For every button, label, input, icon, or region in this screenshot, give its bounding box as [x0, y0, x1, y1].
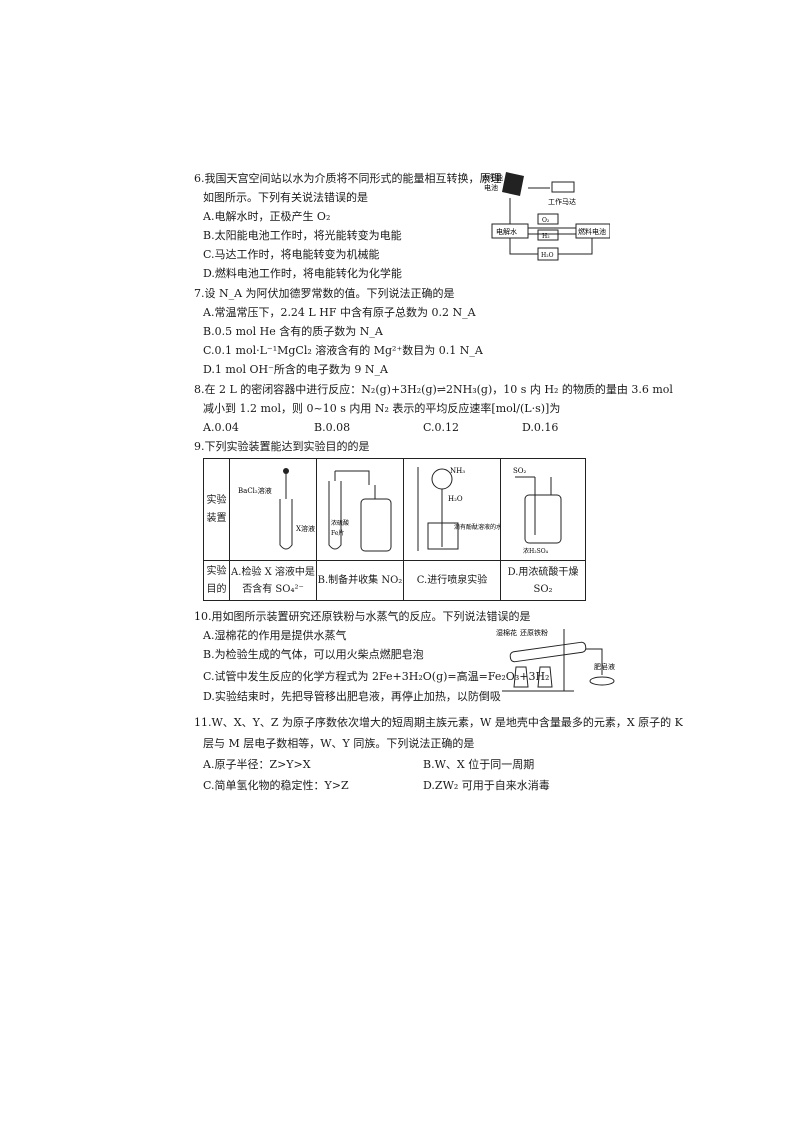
purpose-a: A.检验 X 溶液中是否含有 SO₄²⁻ — [229, 560, 317, 601]
q8-option-d: D.0.16 — [522, 421, 559, 434]
q11-stem-line1: 11.W、X、Y、Z 为原子序数依次增大的短周期主族元素，W 是地壳中含量最多的… — [194, 716, 683, 729]
q9-stem: 9.下列实验装置能达到实验目的的是 — [194, 440, 370, 453]
motor-label: 工作马达 — [548, 197, 576, 206]
svg-text:滴有酚酞溶液的水: 滴有酚酞溶液的水 — [454, 523, 500, 531]
q10-apparatus: 湿棉花 还原铁粉 肥皂液 — [496, 628, 615, 692]
purpose-d: D.用浓硫酸干燥 SO₂ — [500, 560, 586, 601]
q11-option-d: D.ZW₂ 可用于自来水消毒 — [423, 779, 550, 792]
svg-text:还原铁粉: 还原铁粉 — [520, 628, 548, 637]
o2-label: O₂ — [542, 217, 550, 224]
electrolysis-label: 电解水 — [496, 227, 517, 236]
fuel-cell-label: 燃料电池 — [578, 227, 606, 236]
svg-text:BaCl₂溶液: BaCl₂溶液 — [238, 486, 272, 495]
q6-energy-diagram: 太阳能 电池 工作马达 电解水 燃料电池 O₂ H₂ H₂O — [482, 172, 610, 261]
q7-stem: 7.设 N_A 为阿伏加德罗常数的值。下列说法正确的是 — [194, 287, 455, 300]
q8-stem-line2: 减小到 1.2 mol，则 0~10 s 内用 N₂ 表示的平均反应速率[mol… — [203, 402, 561, 415]
svg-text:Fe片: Fe片 — [331, 529, 344, 537]
h2-label: H₂ — [542, 233, 550, 240]
purpose-c: C.进行喷泉实验 — [403, 560, 501, 601]
svg-text:H₂O: H₂O — [448, 495, 463, 503]
svg-text:NH₃: NH₃ — [450, 467, 465, 475]
apparatus-b: 浓硫酸 Fe片 — [316, 458, 404, 561]
svg-text:X溶液: X溶液 — [296, 524, 315, 533]
solar-label-2: 电池 — [484, 183, 498, 192]
q10-option-d: D.实验结束时，先把导管移出肥皂液，再停止加热，以防倒吸 — [203, 690, 501, 703]
row-label-purpose: 实验目的 — [203, 560, 230, 601]
q7-option-a: A.常温常压下，2.24 L HF 中含有原子总数为 0.2 N_A — [203, 306, 476, 319]
q10-option-a: A.湿棉花的作用是提供水蒸气 — [203, 629, 347, 642]
q6-option-c: C.马达工作时，将电能转变为机械能 — [203, 248, 380, 261]
q6-option-d: D.燃料电池工作时，将电能转化为化学能 — [203, 267, 402, 280]
q6-option-a: A.电解水时，正极产生 O₂ — [203, 210, 331, 223]
q6-stem-line2: 如图所示。下列有关说法错误的是 — [203, 191, 368, 204]
q10-option-b: B.为检验生成的气体，可以用火柴点燃肥皂泡 — [203, 648, 424, 661]
q11-option-c: C.简单氢化物的稳定性：Y>Z — [203, 779, 349, 792]
row-label-apparatus: 实验装置 — [203, 458, 230, 561]
q8-option-b: B.0.08 — [314, 421, 351, 434]
solar-panel-icon — [502, 172, 524, 196]
q8-option-a: A.0.04 — [203, 421, 239, 434]
q8-stem-line1: 8.在 2 L 的密闭容器中进行反应：N₂(g)+3H₂(g)⇌2NH₃(g)，… — [194, 383, 673, 396]
apparatus-d: SO₂ 浓H₂SO₄ — [500, 458, 586, 561]
q9-experiment-table: 实验装置 BaCl₂溶液 X溶液 浓硫酸 Fe片 — [203, 458, 586, 601]
q11-stem-line2: 层与 M 层电子数相等，W、Y 同族。下列说法正确的是 — [203, 737, 475, 750]
svg-text:SO₂: SO₂ — [513, 467, 527, 475]
q10-option-c: C.试管中发生反应的化学方程式为 2Fe+3H₂O(g)=高温=Fe₂O₃+3H… — [203, 670, 550, 683]
q6-stem-line1: 6.我国天宫空间站以水为介质将不同形式的能量相互转换，原理 — [194, 172, 502, 185]
purpose-b: B.制备并收集 NO₂ — [316, 560, 404, 601]
q7-option-b: B.0.5 mol He 含有的质子数为 N_A — [203, 325, 383, 338]
q11-option-a: A.原子半径：Z>Y>X — [203, 758, 311, 771]
apparatus-c: NH₃ H₂O 滴有酚酞溶液的水 — [403, 458, 502, 561]
apparatus-a: BaCl₂溶液 X溶液 — [229, 458, 317, 561]
q10-stem: 10.用如图所示装置研究还原铁粉与水蒸气的反应。下列说法错误的是 — [194, 610, 531, 623]
fuel-cell-box — [575, 223, 610, 239]
svg-text:浓H₂SO₄: 浓H₂SO₄ — [523, 547, 549, 555]
q6-option-b: B.太阳能电池工作时，将光能转变为电能 — [203, 229, 402, 242]
q7-option-d: D.1 mol OH⁻所含的电子数为 9 N_A — [203, 363, 388, 376]
svg-text:浓硫酸: 浓硫酸 — [331, 519, 349, 527]
h2o-label: H₂O — [541, 252, 554, 259]
q8-option-c: C.0.12 — [423, 421, 460, 434]
svg-text:湿棉花: 湿棉花 — [496, 628, 517, 637]
q7-option-c: C.0.1 mol·L⁻¹MgCl₂ 溶液含有的 Mg²⁺数目为 0.1 N_A — [203, 344, 483, 357]
q11-option-b: B.W、X 位于同一周期 — [423, 758, 535, 771]
solar-label-1: 太阳能 — [482, 173, 503, 182]
svg-text:肥皂液: 肥皂液 — [594, 662, 615, 671]
